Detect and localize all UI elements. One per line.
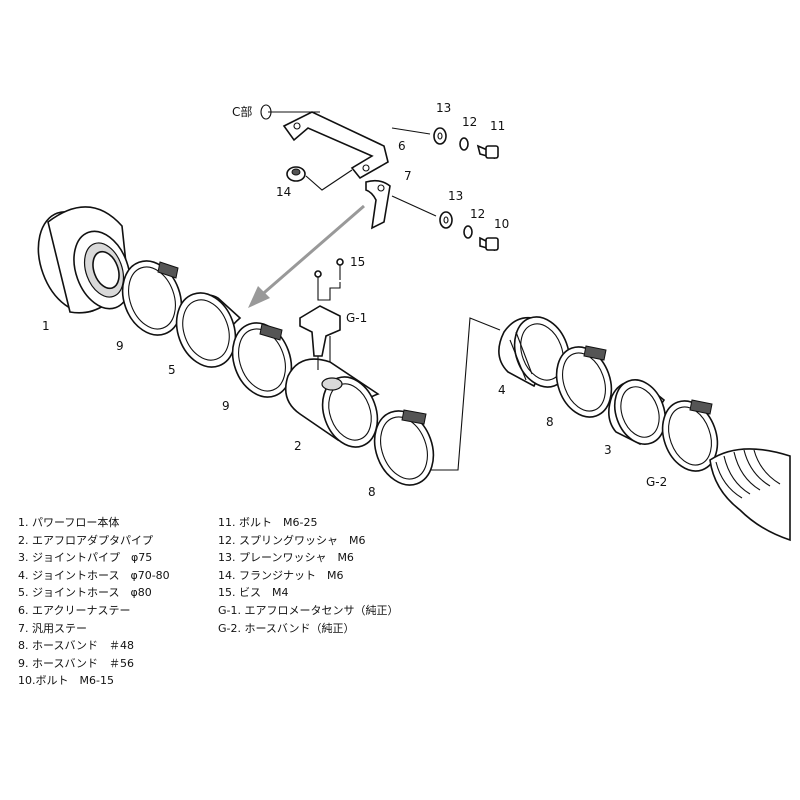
vehicle-intake-duct xyxy=(709,448,791,542)
callout-g1: G-1 xyxy=(346,311,367,325)
callout-8-right: 8 xyxy=(546,415,554,429)
callout-8-lower: 8 xyxy=(368,485,376,499)
parts-list-item: G-1. エアフロメータセンサ（純正） xyxy=(218,603,399,617)
parts-list-item: 9. ホースバンド ＃56 xyxy=(18,656,134,670)
parts-list-item: 1. パワーフロー本体 xyxy=(18,516,120,529)
callout-13-upper: 13 xyxy=(436,101,451,115)
fastener-set-lower xyxy=(391,195,499,252)
callout-g2: G-2 xyxy=(646,475,667,489)
parts-list-item: 13. プレーンワッシャ M6 xyxy=(218,551,354,565)
part-9-hose-band-left xyxy=(121,260,183,336)
callout-9-middle: 9 xyxy=(222,399,230,413)
callout-6: 6 xyxy=(398,139,406,153)
part-g1-airflow-sensor xyxy=(299,305,341,370)
part-4-joint-hose xyxy=(498,316,571,388)
callout-9-left: 9 xyxy=(116,339,124,353)
callout-1: 1 xyxy=(42,319,50,333)
part-5-joint-hose xyxy=(175,292,242,368)
part-1-power-flow-body xyxy=(37,206,131,314)
part-9-hose-band-middle xyxy=(231,322,293,398)
part-g2-hose-band xyxy=(661,399,719,472)
callout-12-lower: 12 xyxy=(470,207,485,221)
parts-list-item: 3. ジョイントパイプ φ75 xyxy=(18,551,153,565)
callout-c-part: C部 xyxy=(232,104,252,119)
parts-list-left-column: 1. パワーフロー本体 2. エアフロアダプタパイプ 3. ジョイントパイプ φ… xyxy=(18,514,228,690)
parts-list-item: 14. フランジナット M6 xyxy=(218,568,344,582)
parts-list-item: 6. エアクリーナステー xyxy=(18,603,131,617)
parts-list-item: 15. ビス M4 xyxy=(218,586,289,600)
callout-5: 5 xyxy=(168,363,176,377)
part-2-airflow-adapter-pipe xyxy=(284,358,380,448)
parts-list-item: 11. ボルト M6-25 xyxy=(218,516,318,529)
callout-3: 3 xyxy=(604,443,612,457)
parts-list-item: 5. ジョイントホース φ80 xyxy=(18,586,152,600)
callout-labels: C部 1 2 3 4 5 6 7 8 8 9 9 10 11 12 12 13 … xyxy=(42,101,667,499)
part-3-joint-pipe xyxy=(608,379,667,446)
parts-list-item: 12. スプリングワッシャ M6 xyxy=(218,533,366,547)
callout-15: 15 xyxy=(350,255,365,269)
install-direction-arrow xyxy=(248,204,365,308)
callout-11: 11 xyxy=(490,119,505,133)
parts-list-item: G-2. ホースバンド（純正） xyxy=(218,621,355,635)
parts-list-item: 7. 汎用ステー xyxy=(18,621,87,635)
part-7-general-stay xyxy=(365,179,391,230)
connector-line xyxy=(430,317,501,471)
parts-list-item: 4. ジョイントホース φ70-80 xyxy=(18,568,170,582)
fastener-set-upper xyxy=(391,127,499,160)
part-15-screws xyxy=(314,258,344,301)
parts-list-right-column: 11. ボルト M6-25 12. スプリングワッシャ M6 13. プレーンワ… xyxy=(218,514,458,637)
parts-list-item: 2. エアフロアダプタパイプ xyxy=(18,533,153,547)
parts-list: 1. パワーフロー本体 2. エアフロアダプタパイプ 3. ジョイントパイプ φ… xyxy=(18,514,458,704)
parts-list-item: 10.ボルト M6-15 xyxy=(18,674,114,688)
callout-4: 4 xyxy=(498,383,506,397)
parts-list-item: 8. ホースバンド ＃48 xyxy=(18,639,134,653)
part-8-hose-band-lower xyxy=(373,409,435,486)
part-8-hose-band-right xyxy=(555,345,613,418)
part-14-flange-nut xyxy=(286,166,353,191)
callout-2: 2 xyxy=(294,439,302,453)
callout-14: 14 xyxy=(276,185,291,199)
callout-12-upper: 12 xyxy=(462,115,477,129)
callout-13-lower: 13 xyxy=(448,189,463,203)
callout-7: 7 xyxy=(404,169,412,183)
part-6-air-cleaner-stay xyxy=(260,104,389,180)
callout-10: 10 xyxy=(494,217,509,231)
